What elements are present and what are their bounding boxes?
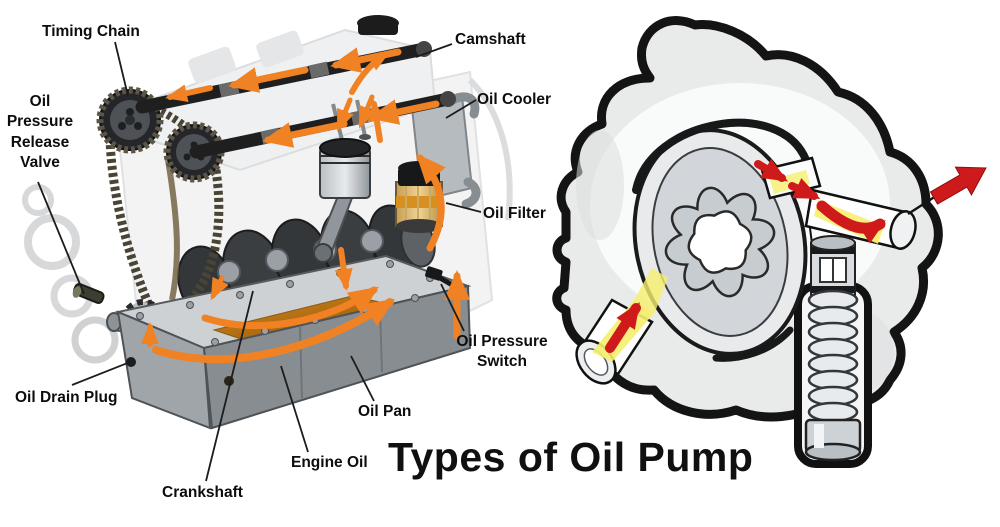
label-oil-drain-plug: Oil Drain Plug [15,389,118,406]
engine-illustration [22,15,513,482]
piston-and-rod [313,99,371,263]
label-timing-chain: Timing Chain [42,23,140,40]
oil-pump-illustration [552,16,987,468]
oil-filler-cap [357,15,399,35]
label-crankshaft: Crankshaft [162,484,243,501]
gear-bore [687,210,753,274]
outlet-pointer-line [907,194,937,216]
oil-flow-arrows [141,47,470,364]
label-oil-pressure-release-valve: Oil Pressure Release Valve [6,93,74,172]
oil-filter-illustration [395,161,443,233]
label-camshaft: Camshaft [455,31,526,48]
label-oil-cooler: Oil Cooler [477,91,552,108]
gerotor-rotor [632,128,808,356]
label-engine-oil: Engine Oil [291,454,368,471]
outlet-direction-arrow [929,166,987,205]
page-title: Types of Oil Pump [388,434,754,480]
relief-valve-spring [807,289,859,423]
relief-valve [804,235,862,462]
label-oil-pressure-switch: Oil Pressure Switch [456,333,548,371]
label-oil-pan: Oil Pan [358,403,412,420]
pump-flow-arrows [605,158,886,353]
oil-drain-plug-part [126,357,136,367]
leader-lines [37,41,482,482]
label-oil-filter: Oil Filter [483,205,546,222]
